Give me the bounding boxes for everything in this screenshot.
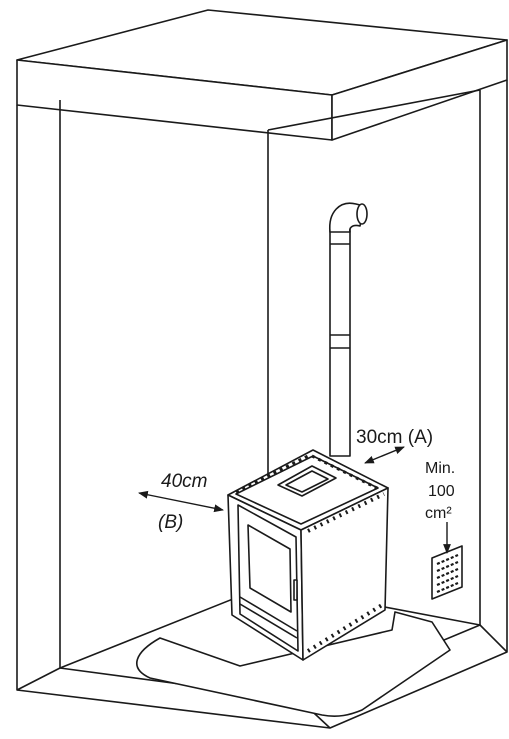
vent-value-label: 100 (428, 483, 455, 500)
vent-grille-slots (436, 553, 459, 594)
vent-unit-label: cm² (425, 505, 452, 522)
back-distance-arrow (364, 446, 405, 464)
flue-pipe (329, 202, 368, 457)
floor-plate (136, 611, 451, 717)
stove (227, 449, 389, 661)
back-distance-label: 30cm (A) (356, 427, 433, 448)
vent-grille (431, 545, 463, 600)
side-distance-label: 40cm (161, 471, 207, 492)
vent-min-label: Min. (425, 460, 455, 477)
side-code-label: (B) (158, 512, 183, 533)
side-distance-arrow (138, 490, 224, 513)
stove-vent-slots (235, 453, 385, 653)
